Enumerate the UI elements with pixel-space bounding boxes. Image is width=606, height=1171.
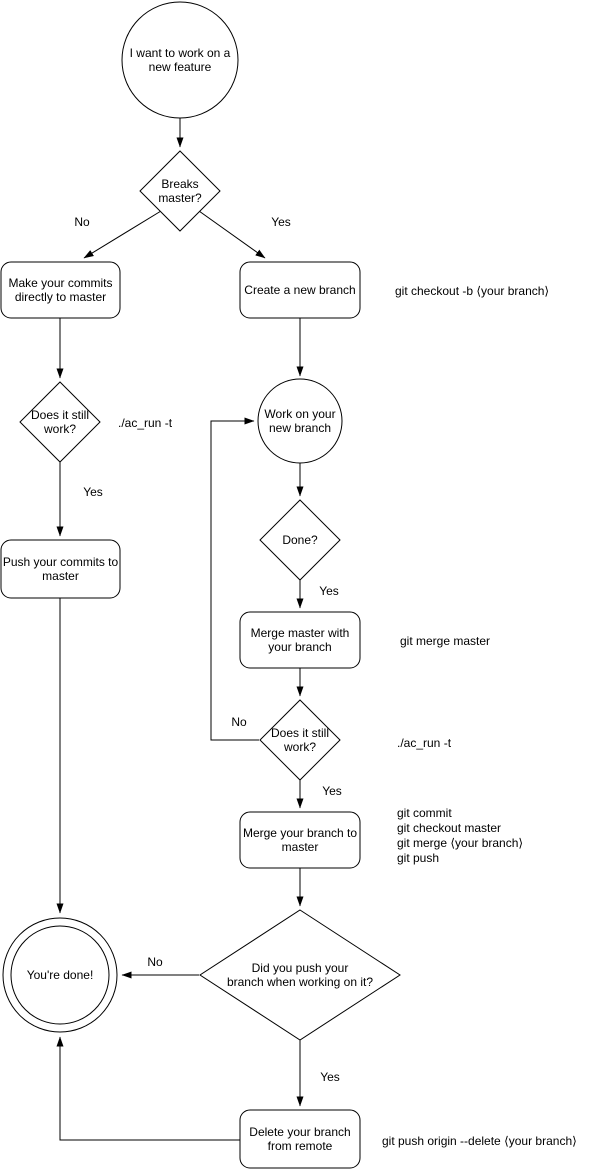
merge-master-rect [239, 611, 361, 669]
work-branch-label: Work on your new branch [264, 407, 336, 435]
merge-master-cmd-annotation: git merge master [400, 634, 491, 648]
merge-push-cmds-annotation: git commit git checkout master git merge… [397, 806, 524, 865]
delete-remote-rect [239, 1109, 361, 1169]
edge-breaks-no [83, 210, 162, 259]
checkout-cmd-annotation: git checkout -b ⟨your branch⟩ [395, 284, 550, 298]
still-right-no-label: No [231, 715, 247, 729]
delete-remote-label: Delete your branch from remote [249, 1125, 351, 1153]
still-work-right-diamond [259, 699, 341, 781]
did-push-yes-label: Yes [320, 1070, 340, 1084]
youre-done-label: You're done! [26, 968, 94, 982]
edge-delete-to-done-loop [56, 1036, 240, 1141]
still-left-yes-label: Yes [83, 485, 103, 499]
edge-breaks-yes [198, 210, 266, 259]
merge-to-master-rect [239, 811, 361, 869]
done-diamond [259, 499, 341, 581]
still-right-yes-label: Yes [322, 784, 342, 798]
delete-cmd-annotation: git push origin --delete ⟨your branch⟩ [382, 1134, 577, 1148]
still-work-right-label: Does it still work? [270, 726, 329, 754]
make-commits-rect [0, 261, 121, 319]
work-branch-circle [257, 378, 343, 464]
did-push-label: Did you push your branch when working on… [226, 961, 374, 989]
breaks-master-diamond [139, 150, 221, 232]
create-branch-label: Create a new branch [244, 283, 356, 297]
did-push-no-label: No [147, 955, 163, 969]
ac-run-left-annotation: ./ac_run -t [118, 416, 173, 430]
merge-master-label: Merge master with your branch [250, 626, 350, 654]
did-push-diamond [199, 909, 401, 1041]
push-commits-rect [0, 539, 121, 599]
youre-done-inner-circle [10, 925, 110, 1025]
merge-to-master-label: Merge your branch to master [242, 826, 358, 854]
start-label: I want to work on a new feature [129, 46, 231, 74]
breaks-yes-label: Yes [271, 215, 291, 229]
done-label: Done? [282, 533, 318, 547]
create-branch-rect [239, 261, 361, 319]
breaks-master-label: Breaks master? [158, 177, 202, 205]
still-work-left-label: Does it still work? [30, 408, 89, 436]
still-work-left-diamond [19, 381, 101, 463]
edge-stillwork-no-loop [210, 417, 259, 741]
ac-run-right-annotation: ./ac_run -t [397, 736, 452, 750]
breaks-no-label: No [74, 215, 90, 229]
push-commits-label: Push your commits to master [2, 555, 119, 583]
start-circle [121, 1, 239, 119]
make-commits-label: Make your commits directly to master [8, 276, 113, 304]
done-yes-label: Yes [319, 584, 339, 598]
